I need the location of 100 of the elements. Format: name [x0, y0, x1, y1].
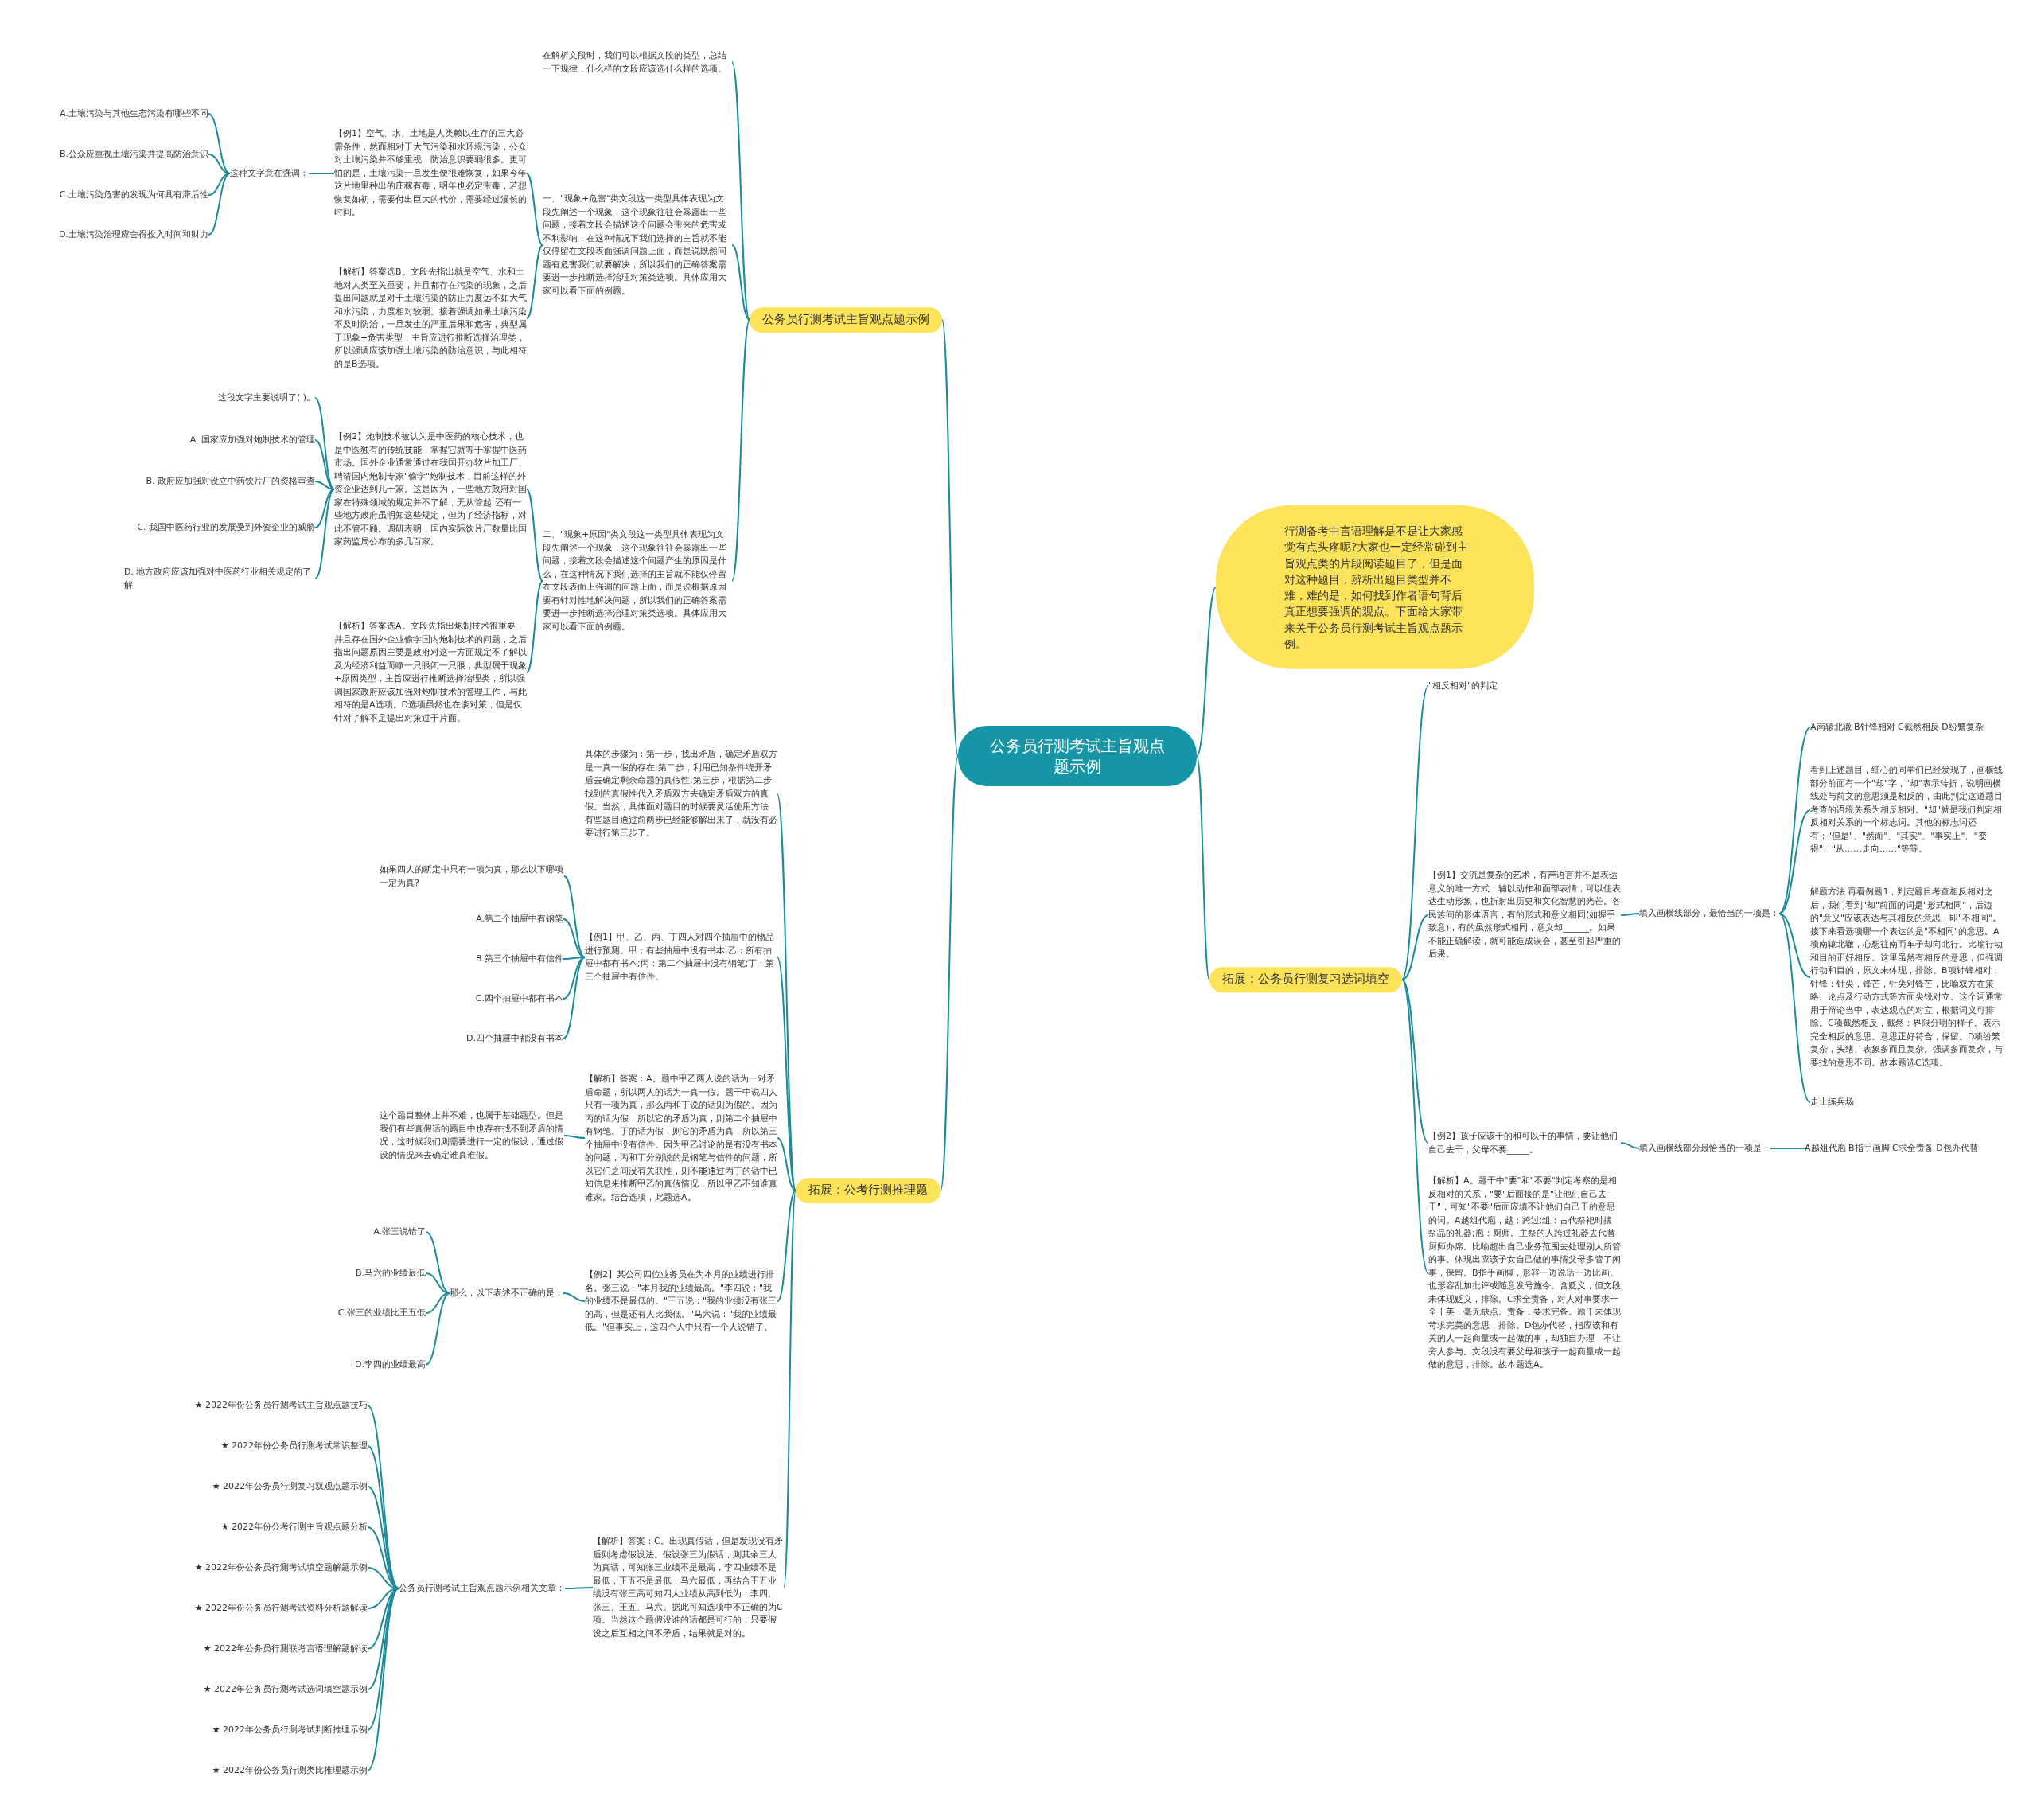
connector-line	[526, 580, 543, 673]
connector-line	[425, 1292, 450, 1314]
connector-line	[208, 173, 231, 236]
connector-line	[367, 1405, 399, 1589]
connector-line	[367, 1588, 399, 1771]
topic-text: ★ 2022年公务员行测联考言语理解题解读	[203, 1642, 368, 1656]
connector-line	[940, 755, 959, 1191]
topic-text: 【解析】A。题干中"要"和"不要"判定考察的是相反相对的关系，"要"后面接的是"让他们自己去干"，可知"不要"后面应填不让他们自己干的意思的词。A越俎代庖，越：跨过;俎：古代祭祀时摆祭品的礼器;庖：厨师。主祭的人跨过礼器去代替厨师办席。比喻超出自己业务范围去处理别人所管的事。体现出应该子女自己做的事情父母多管了闲事，保留。B指手画脚，形容一边说话一边比画。也形容乱加批评或随意发号施令。含贬义，但文段未体现贬义，排除。C求全责备，对人对事要求十全十美，毫无缺点。责备：要求完备。题干未体现苛求完美的意思，排除。D包办代替，指应该和有关的人一起商量或一起做的事，却独自办理，不让旁人参与。文段没有要父母和孩子一起商量或一起做的意思，排除。故本题选A。	[1428, 1175, 1621, 1372]
connector-line	[208, 113, 231, 174]
topic-text: 【例2】某公司四位业务员在为本月的业绩进行排名。张三说："本月我的业绩最高。"李四说："我的业绩不是最低的。"王五说："我的业绩没有张三的高，但是还有人比我低。"马六说："我的业绩最低。"但事实上，这四个人中只有一个人说错了。	[585, 1268, 777, 1335]
topic-text: A越俎代庖 B指手画脚 C求全责备 D包办代替	[1805, 1141, 1978, 1156]
topic-text: B.马六的业绩最低	[355, 1266, 426, 1280]
connector-line	[1778, 913, 1811, 1103]
connector-line	[777, 793, 796, 1191]
connector-line	[314, 439, 335, 490]
topic-text: 一、"现象+危害"类文段这一类型具体表现为文段先阐述一个现象，这个现象往往会暴露出一些问题，接着文段会描述这个问题会带来的危害或不利影响，在这种情况下我们选择的主旨就不能仅停留在文段表面强调问题上面，而是说既然问题有危害我们就要解决，所以我们的正确答案需要进一步推断选择治理对策类选项。具体应用大家可以看下面的例题。	[543, 193, 732, 298]
topic-text: 这种文字意在强调：	[230, 166, 309, 181]
topic-text: B.公众应重视土壤污染并提高防治意识	[59, 147, 208, 162]
topic-text: C.张三的业绩比王五低	[337, 1306, 426, 1320]
branch-topic: 拓展：公务员行测复习选词填空	[1209, 967, 1402, 992]
connector-line	[777, 1190, 796, 1302]
topic-text: ★ 2022年份公务员行测考试主旨观点题技巧	[194, 1398, 368, 1413]
connector-line	[941, 319, 959, 757]
topic-text: C. 我国中医药行业的发展受到外资企业的威胁	[137, 520, 315, 535]
connector-line	[1770, 1148, 1805, 1149]
topic-text: D.李四的业绩最高	[355, 1358, 426, 1372]
connector-line	[563, 1292, 586, 1302]
connector-line	[208, 173, 231, 196]
central-topic: 公务员行测考试主旨观点题示例	[958, 726, 1197, 786]
topic-text: 公务员行测考试主旨观点题示例相关文章：	[399, 1581, 565, 1596]
connector-line	[777, 1137, 796, 1191]
topic-text: 走上练兵场	[1810, 1095, 1854, 1109]
topic-text: ★ 2022年份公务员行测考试填空题解题示例	[194, 1561, 368, 1575]
topic-text: 填入画横线部分最恰当的一项是：	[1639, 1141, 1770, 1156]
topic-text: ★ 2022年份公考行测主旨观点题分析	[220, 1520, 368, 1534]
connector-line	[783, 1190, 796, 1588]
connector-line	[731, 61, 750, 321]
topic-text: D.土壤污染治理应舍得投入时间和财力	[59, 228, 208, 242]
connector-line	[425, 1231, 450, 1294]
topic-text: ★ 2022年份公务员行测类比推理题示例	[212, 1763, 368, 1778]
topic-text: "相反相对"的判定	[1428, 679, 1498, 693]
topic-text: ★ 2022年公务员行测考试选词填空题示例	[203, 1682, 368, 1697]
topic-text: 那么，以下表述不正确的是：	[450, 1286, 563, 1300]
topic-text: 【例1】甲、乙、丙、丁四人对四个抽屉中的物品进行预测。甲：有些抽屉中没有书本;乙：所有抽屉中都有书本;丙：第二个抽屉中没有钢笔;丁：第三个抽屉中有信件。	[585, 931, 777, 984]
topic-text: 解题方法 再看例题1，判定题目考查相反相对之后，我们看到"却"前面的词是"形式相同"，后边的"意义"应该表达与其相反的意思，即"不相同"。接下来看选项哪一个表达的是"不相同"的意思。A项南辕北辙，心想往南而车子却向北行。比喻行动和目的正好相反。这里虽然有相反的意思，但强调行动和目的，原文未体现，排除。B项针锋相对，针锋：针尖，锋芒，针尖对锋芒，比喻双方在策略、论点及行动方式等方面尖锐对立。这个词通常用于辩论当中，表达观点的对立，根据词义可排除。C项截然相反，截然：界限分明的样子。表示完全相反的意思。意思正好符合，保留。D项纷繁复杂，头绪、表象多而且复杂。强调多而复杂，与要找的意思不同。故本题选C选项。	[1810, 885, 2006, 1070]
topic-text: 【例2】孩子应该干的和可以干的事情，要让他们自己去干，父母不要_____。	[1428, 1129, 1621, 1156]
topic-text: 【例1】空气、水、土地是人类赖以生存的三大必需条件，然而相对于大气污染和水环境污染，公众对土壤污染并不够重视，防治意识要弱很多。更可怕的是，土壤污染一旦发生便很难恢复，如果今年这片地里种出的庄稼有毒，明年也必定带毒，若想恢复如初，需要付出巨大的代价，需要经过漫长的时间。	[334, 127, 527, 220]
connector-line	[1620, 913, 1640, 916]
topic-text: 【解析】答案：A。题中甲乙两人说的话为一对矛盾命题，所以两人的话为一真一假。题干中说四人只有一项为真，那么丙和丁说的话则为假的。因为丙的话为假，所以它的矛盾为真，则第二个抽屉中有钢笔。丁的话为假，则它的矛盾为真，所以第三个抽屉中没有信件。因为甲乙讨论的是有没有书本的问题，丙和丁分别说的是钢笔与信件的问题，所以它们之间没有关联性，则不能通过丙丁的话中已知信息来推断甲乙的真假情况，所以甲乙不知谁真谁家。结合选项，此题选A。	[585, 1072, 777, 1204]
connector-line	[526, 244, 543, 319]
connector-line	[1401, 979, 1429, 1144]
topic-text: ★ 2022年公务员行测考试判断推理示例	[212, 1723, 368, 1737]
connector-line	[1401, 979, 1429, 1274]
topic-text: 看到上述题目，细心的同学们已经发现了，画横线部分前面有一个"却"字，"却"表示转折，说明画横线处与前文的意思须是相反的，由此判定这道题目考查的语境关系为相反相对。"却"就是我们判定相反相对关系的一个标志词。其他的标志词还有："但是"、"然而"、"其实"、"事实上"、"变得"、"从……走向……"等等。	[1810, 764, 2006, 856]
connector-line	[563, 1135, 586, 1139]
topic-text: D.四个抽屉中都没有书本	[466, 1031, 563, 1046]
topic-text: ★ 2022年份公务员行测考试资料分析题解读	[194, 1601, 368, 1615]
topic-text: 【例2】炮制技术被认为是中医药的核心技术，也是中医独有的传统技能，掌握它就等于掌握中医药市场。国外企业通常通过在我国开办软片加工厂、聘请国内炮制专家"偷学"炮制技术，目前这样的外资企业达到几十家。这是因为，一些地方政府对国家在特殊领域的规定并不了解，无从管起;还有一些地方政府虽明知这些规定，但为了经济指标，对此不管不顾。调研表明，国内实际饮片厂数量比国家药监局公布的多几百家。	[334, 430, 527, 549]
branch-topic: 公务员行测考试主旨观点题示例	[750, 307, 942, 333]
connector-line	[1196, 755, 1210, 980]
topic-text: 具体的步骤为：第一步，找出矛盾，确定矛盾双方是一真一假的存在;第二步，利用已知条件绕开矛盾去确定剩余命题的真假性;第三步，根据第二步找到的真假性代入矛盾双方去确定矛盾双方的真假。当然，具体面对题目的时候要灵活使用方法，有些题目通过前两步已经能够解出来了，就没有必要进行第三步了。	[585, 748, 777, 840]
topic-text: 【解析】答案选B。文段先指出就是空气、水和土地对人类至关重要，并且都存在污染的现象，之后提出问题就是对于土壤污染的防止力度远不如大气和水污染，力度相对较弱。接着强调如果土壤污染不及时防治，一旦发生的严重后果和危害，典型属于现象+危害类型，主旨应进行推断选择治理类，所以强调应该加强土壤污染的防治意识，与此相符的是B选项。	[334, 266, 527, 371]
topic-text: 在解析文段时，我们可以根据文段的类型，总结一下规律，什么样的文段应该选什么样的选项。	[543, 49, 732, 76]
connector-line	[367, 1445, 399, 1589]
branch-topic: 拓展：公考行测推理题	[796, 1178, 941, 1203]
topic-text: B.第三个抽屉中有信件	[475, 952, 563, 966]
connector-line	[314, 489, 335, 579]
topic-text: ★ 2022年公务员行测复习双观点题示例	[212, 1479, 368, 1494]
topic-text: 填入画横线部分，最恰当的一项是：	[1639, 906, 1779, 921]
topic-text: D. 地方政府应该加强对中医药行业相关规定的了解	[124, 565, 315, 592]
topic-text: C.四个抽屉中都有书本	[475, 992, 563, 1006]
topic-text: A.张三说错了	[373, 1225, 426, 1239]
connector-line	[1620, 1142, 1640, 1149]
connector-line	[731, 244, 750, 321]
connector-line	[1401, 685, 1429, 980]
topic-text: ★ 2022年份公务员行测考试常识整理	[220, 1439, 368, 1453]
connector-line	[563, 957, 586, 960]
connector-line	[526, 489, 543, 582]
connector-line	[314, 489, 335, 528]
topic-text: 【解析】答案：C。出现真假话，但是发现没有矛盾则考虑假设法。假设张三为假话，则其余三人为真话，可知张三业绩不是最高，李四业绩不是最低，王五不是最低，马六最低，再结合王五业绩没有张三高可知四人业绩从高到低为：李四、张三、王五、马六。据此可知选项中不正确的为C项。当然这个题假设谁的话都是可行的，只要假设之后互相之间不矛盾，结果就是对的。	[593, 1535, 784, 1640]
topic-text: B. 政府应加强对设立中药饮片厂的资格审查	[146, 474, 315, 489]
connector-line	[425, 1292, 450, 1366]
connector-line	[564, 1587, 594, 1589]
connector-line	[563, 957, 586, 1039]
connector-line	[526, 173, 543, 246]
topic-text: A南辕北辙 B针锋相对 C截然相反 D纷繁复杂	[1810, 720, 1984, 735]
connector-line	[1778, 727, 1811, 914]
topic-text: A.土壤污染与其他生态污染有哪些不同	[60, 107, 208, 121]
connector-line	[731, 319, 750, 582]
connector-line	[563, 918, 586, 958]
connector-line	[367, 1526, 399, 1589]
topic-text: 如果四人的断定中只有一项为真，那么以下哪项一定为真?	[380, 863, 564, 890]
connector-line	[563, 875, 586, 958]
topic-text: 【例1】交流是复杂的艺术，有声语言并不是表达意义的唯一方式，辅以动作和面部表情，可以使表达生动形象，也折射出历史和文化智慧的光芒。各民族间的形体语言，有的形式和意义相同(如握手致意)，有的虽然形式相同，意义却______。如果不能正确解读，就可能造成误会，甚至引起严重的后果。	[1428, 869, 1621, 961]
connector-line	[1778, 809, 1811, 914]
topic-text: C.土壤污染危害的发现为何具有滞后性	[59, 188, 208, 202]
topic-text: A.第二个抽屉中有钢笔	[476, 912, 563, 926]
topic-text: 【解析】答案选A。文段先指出炮制技术很重要，并且存在国外企业偷学国内炮制技术的问题，之后指出问题原因主要是政府对这一方面规定不了解以及为经济利益而睁一只眼闭一只眼，典型属于现象+原因类型，主旨应进行推断选择治理类，所以强调国家政府应该加强对炮制技术的管理工作，与此相符的是A选项。D选项虽然也在谈对策，但是仅针对了解不足提出对策过于片面。	[334, 620, 527, 725]
topic-text: 这个题目整体上并不难，也属于基础题型。但是我们有些真假话的题目中也存在找不到矛盾的情况，这时候我们则需要进行一定的假设，通过假设的情况来去确定谁真谁假。	[380, 1109, 564, 1162]
intro-bubble: 行测备考中言语理解是不是让大家感觉有点头疼呢?大家也一定经常碰到主旨观点类的片段阅读题目了，但是面对这种题目，辨析出题目类型并不难，难的是，如何找到作者语句背后真正想要强调的观点。下面给大家带来关于公务员行测考试主旨观点题示例。	[1216, 505, 1534, 670]
